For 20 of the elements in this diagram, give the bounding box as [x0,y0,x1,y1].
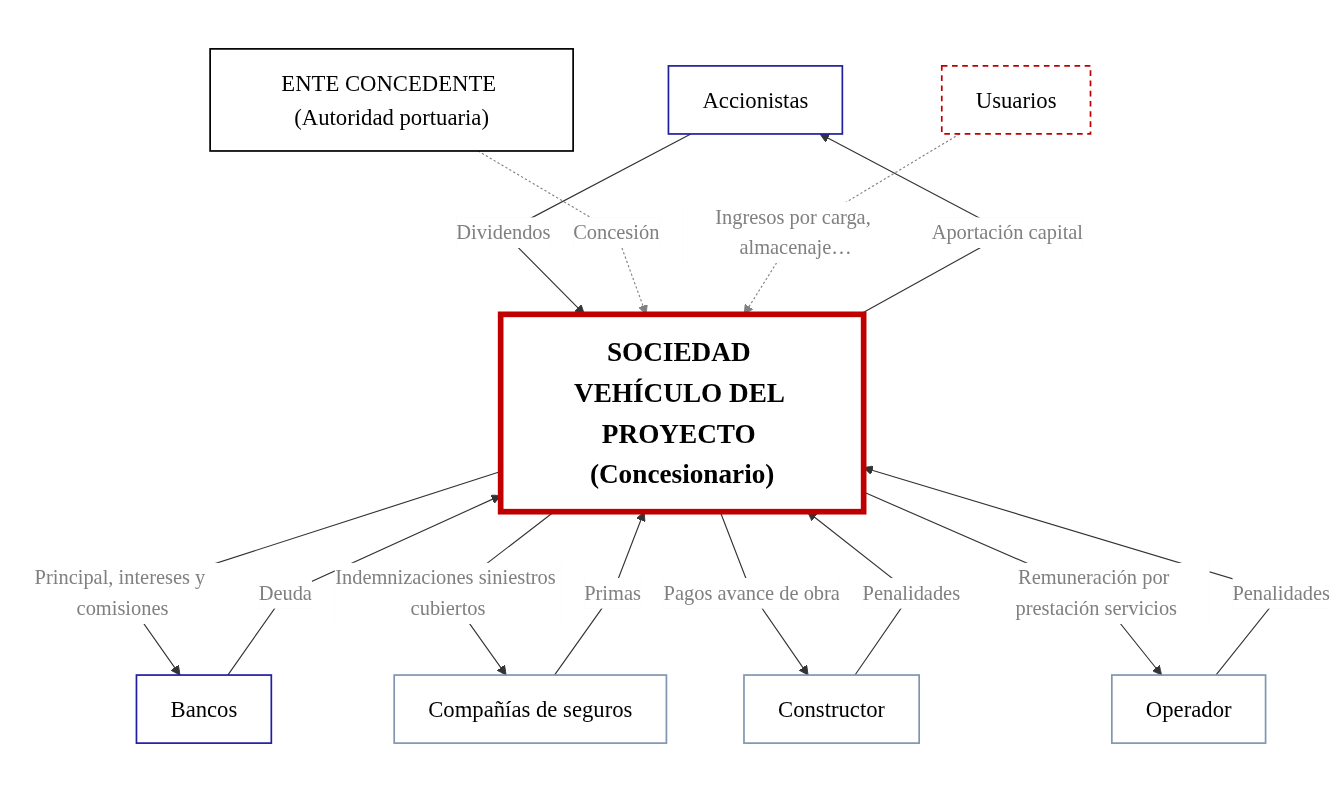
node-box: Operador [1111,674,1267,744]
edge-label: Pagos avance de obra [663,581,840,605]
edge-label: Remuneración por prestación servicios [1015,566,1178,620]
edge-label: Primas [584,581,641,605]
edge-label: Concesión [573,220,660,244]
edge-label: Ingresos por carga, almacenaje… [715,205,871,259]
edge-label: Dividendos [456,220,551,244]
node-box: Constructor [743,674,920,744]
node-box: ENTE CONCEDENTE (Autoridad portuaria) [209,48,574,152]
node-box: Usuarios [940,65,1092,135]
node-box: Bancos [135,674,273,744]
edge-label: Penalidades [1232,581,1330,605]
edge-label: Aportación capital [931,220,1084,244]
node-box: Compañías de seguros [393,674,668,744]
edge-label: Indemnizaciones siniestros cubiertos [335,566,556,620]
edge-label: Penalidades [862,581,961,605]
edge-label: Principal, intereses y comisiones [34,566,206,620]
edge-label: Deuda [258,581,312,605]
node-box: Accionistas [667,65,844,135]
node-box: SOCIEDAD VEHÍCULO DEL PROYECTO (Concesionario) [497,311,867,515]
